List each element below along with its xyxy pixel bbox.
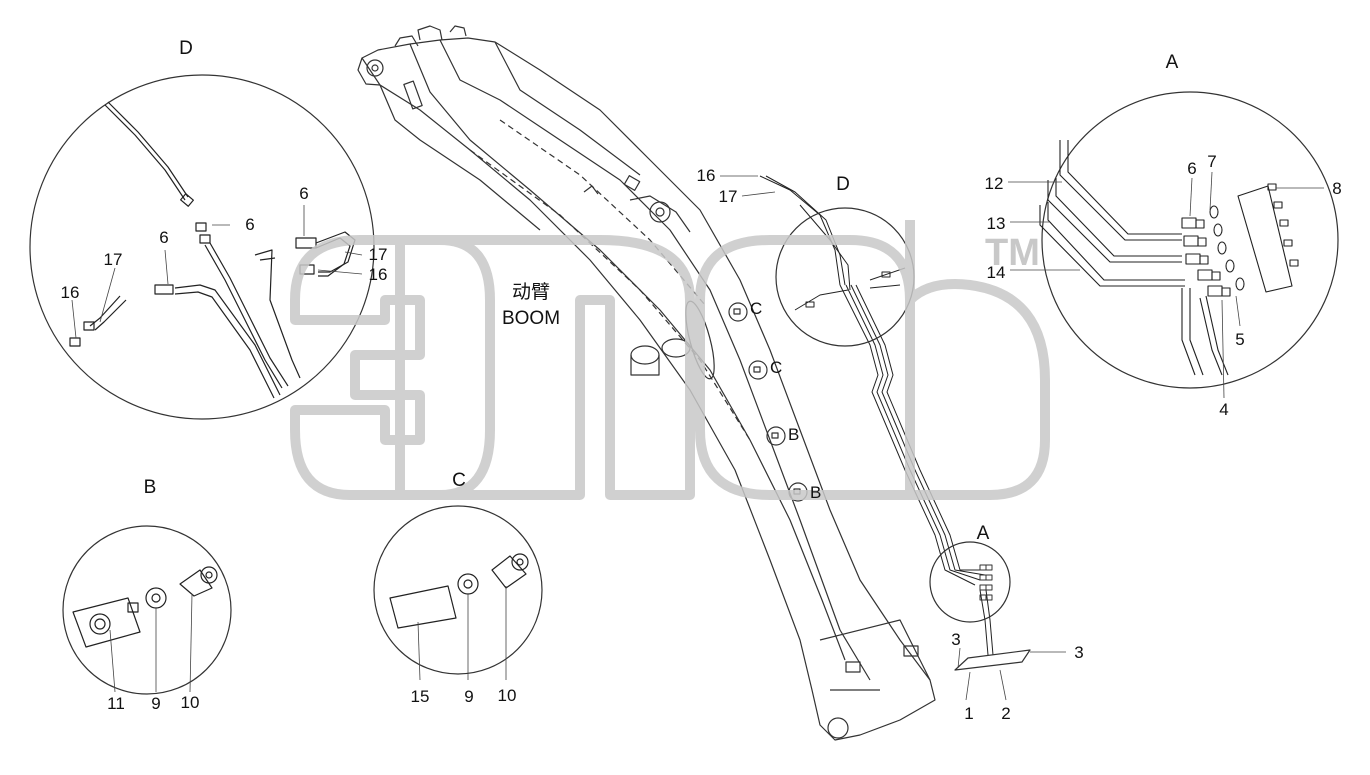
- callout-B-9: 9: [151, 694, 161, 713]
- detail-C-content: [389, 553, 529, 629]
- trademark-mark: TM: [985, 232, 1040, 274]
- callout-A-13: 13: [986, 214, 1006, 233]
- callout-boom-3b: 3: [1074, 643, 1084, 662]
- watermark-logo: [290, 220, 1050, 500]
- callout-D-16b: 16: [368, 265, 388, 284]
- callout-boom-16: 16: [696, 166, 716, 185]
- detail-circle-D-small: [775, 207, 915, 347]
- callout-boom-2: 2: [1001, 704, 1011, 723]
- callout-D-6a: 6: [159, 228, 169, 247]
- callout-A-8: 8: [1332, 179, 1342, 198]
- callout-D-6b: 6: [245, 215, 255, 234]
- detail-circle-A-small: [929, 541, 1011, 623]
- callout-A-4: 4: [1219, 400, 1229, 419]
- detail-A-leaders: [1008, 171, 1324, 399]
- plate-part-2: [954, 649, 1031, 671]
- callout-A-12: 12: [984, 174, 1004, 193]
- callout-D-17a: 17: [103, 250, 123, 269]
- detail-circle-C: [373, 505, 543, 675]
- callout-B-10: 10: [180, 693, 200, 712]
- callout-D-16a: 16: [60, 283, 80, 302]
- detail-A-small-title: A: [976, 523, 990, 544]
- callout-D-17b: 17: [368, 245, 388, 264]
- boom-label-en: BOOM: [501, 308, 561, 329]
- ref-B-1: B: [788, 425, 800, 444]
- detail-circle-B: [62, 525, 232, 695]
- callout-C-9: 9: [464, 687, 474, 706]
- callout-boom-17: 17: [718, 187, 738, 206]
- detail-circle-D: [29, 74, 375, 420]
- callout-A-5: 5: [1235, 330, 1245, 349]
- detail-C-title: C: [452, 470, 466, 491]
- detail-B-content: [72, 566, 218, 648]
- ref-B-2: B: [810, 483, 822, 502]
- detail-A-title: A: [1165, 52, 1179, 73]
- detail-D-small-content: [794, 204, 906, 311]
- detail-D-content: [69, 101, 356, 399]
- boom-structure: [357, 25, 936, 741]
- callout-B-11: 11: [107, 694, 125, 713]
- detail-D-small-title: D: [836, 174, 850, 195]
- detail-D-leaders: [71, 205, 363, 339]
- hydraulic-tubes: [759, 175, 994, 656]
- ref-markers: [728, 302, 808, 502]
- detail-A-content: [1039, 140, 1299, 376]
- detail-circle-A: [1041, 91, 1339, 389]
- ref-C-1: C: [750, 299, 763, 318]
- callout-C-10: 10: [497, 686, 517, 705]
- detail-C-leaders: [417, 586, 507, 681]
- detail-A-small-content: [979, 564, 993, 601]
- callout-boom-3a: 3: [951, 630, 961, 649]
- callout-D-6c: 6: [299, 184, 309, 203]
- detail-B-title: B: [143, 477, 157, 498]
- callout-A-7: 7: [1207, 152, 1217, 171]
- callout-boom-1: 1: [964, 704, 974, 723]
- detail-B-leaders: [109, 593, 193, 693]
- callout-A-14: 14: [986, 263, 1006, 282]
- boom-leaders: [720, 175, 1066, 701]
- detail-D-title: D: [179, 38, 193, 59]
- ref-C-2: C: [770, 358, 783, 377]
- boom-label-cn: 动臂: [511, 282, 551, 303]
- callout-A-6: 6: [1187, 159, 1197, 178]
- callout-C-15: 15: [410, 687, 430, 706]
